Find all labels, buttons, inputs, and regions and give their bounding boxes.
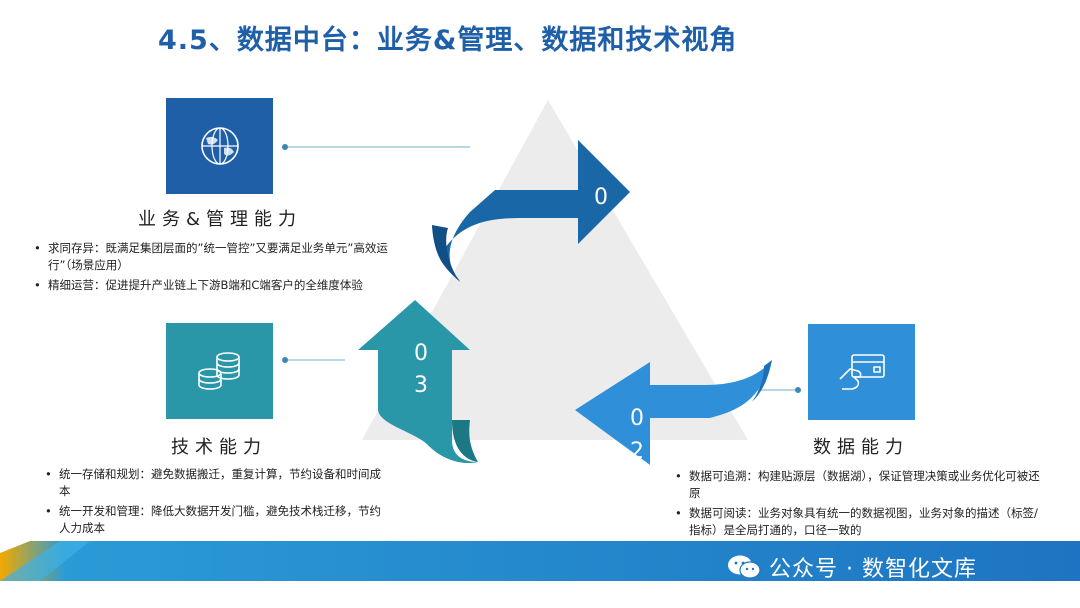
- business-capability-label: 业务&管理能力: [138, 209, 303, 230]
- arrow-02: 0 2: [575, 360, 772, 465]
- business-bullet-2: 精细运营：促进提升产业链上下游B端和C端客户的全维度体验: [32, 277, 402, 294]
- card-icon: [838, 354, 885, 390]
- connector-tech: [282, 357, 345, 363]
- arrow-03-number-line2: 3: [414, 373, 428, 398]
- tech-bullet-2: 统一开发和管理：降低大数据开发门槛，避免技术栈迁移，节约人力成本: [43, 503, 388, 537]
- arrow-02-number-line1: 0: [630, 406, 644, 431]
- globe-icon: [200, 127, 239, 165]
- background-triangle: [362, 100, 748, 440]
- arrow-02-number-line2: 2: [630, 439, 644, 464]
- footer-band: [0, 541, 1080, 581]
- tech-capability-box: [166, 323, 273, 419]
- business-capability-box: [166, 98, 273, 194]
- arrow-03-number-line1: 0: [414, 341, 428, 366]
- connector-business: [282, 144, 470, 150]
- watermark-text: 公众号 · 数智化文库: [769, 557, 977, 582]
- data-capability-label: 数据能力: [813, 437, 909, 458]
- data-capability-box: [808, 324, 915, 420]
- arrow-01-number: 0: [594, 185, 608, 210]
- page-title: 4.5、数据中台：业务&管理、数据和技术视角: [158, 25, 738, 56]
- business-capability-bullets: 求同存异：既满足集团层面的”统一管控”又要满足业务单元”高效运行”（场景应用） …: [32, 240, 402, 297]
- data-bullet-1: 数据可追溯：构建贴源层（数据湖），保证管理决策或业务优化可被还原: [673, 468, 1048, 502]
- tech-capability-bullets: 统一存储和规划：避免数据搬迁，重复计算，节约设备和时间成本 统一开发和管理：降低…: [43, 466, 388, 540]
- tech-bullet-1: 统一存储和规划：避免数据搬迁，重复计算，节约设备和时间成本: [43, 466, 388, 500]
- arrow-03: 0 3: [358, 300, 478, 464]
- arrow-01: 0: [432, 140, 630, 282]
- business-bullet-1: 求同存异：既满足集团层面的”统一管控”又要满足业务单元”高效运行”（场景应用）: [32, 240, 402, 274]
- data-bullet-2: 数据可阅读：业务对象具有统一的数据视图，业务对象的描述（标签/指标）是全局打通的…: [673, 505, 1048, 539]
- database-icon: [197, 352, 240, 390]
- watermark: 公众号 · 数智化文库: [727, 551, 977, 583]
- wechat-icon: [728, 555, 761, 579]
- data-capability-bullets: 数据可追溯：构建贴源层（数据湖），保证管理决策或业务优化可被还原 数据可阅读：业…: [673, 468, 1048, 542]
- tech-capability-label: 技术能力: [171, 437, 267, 458]
